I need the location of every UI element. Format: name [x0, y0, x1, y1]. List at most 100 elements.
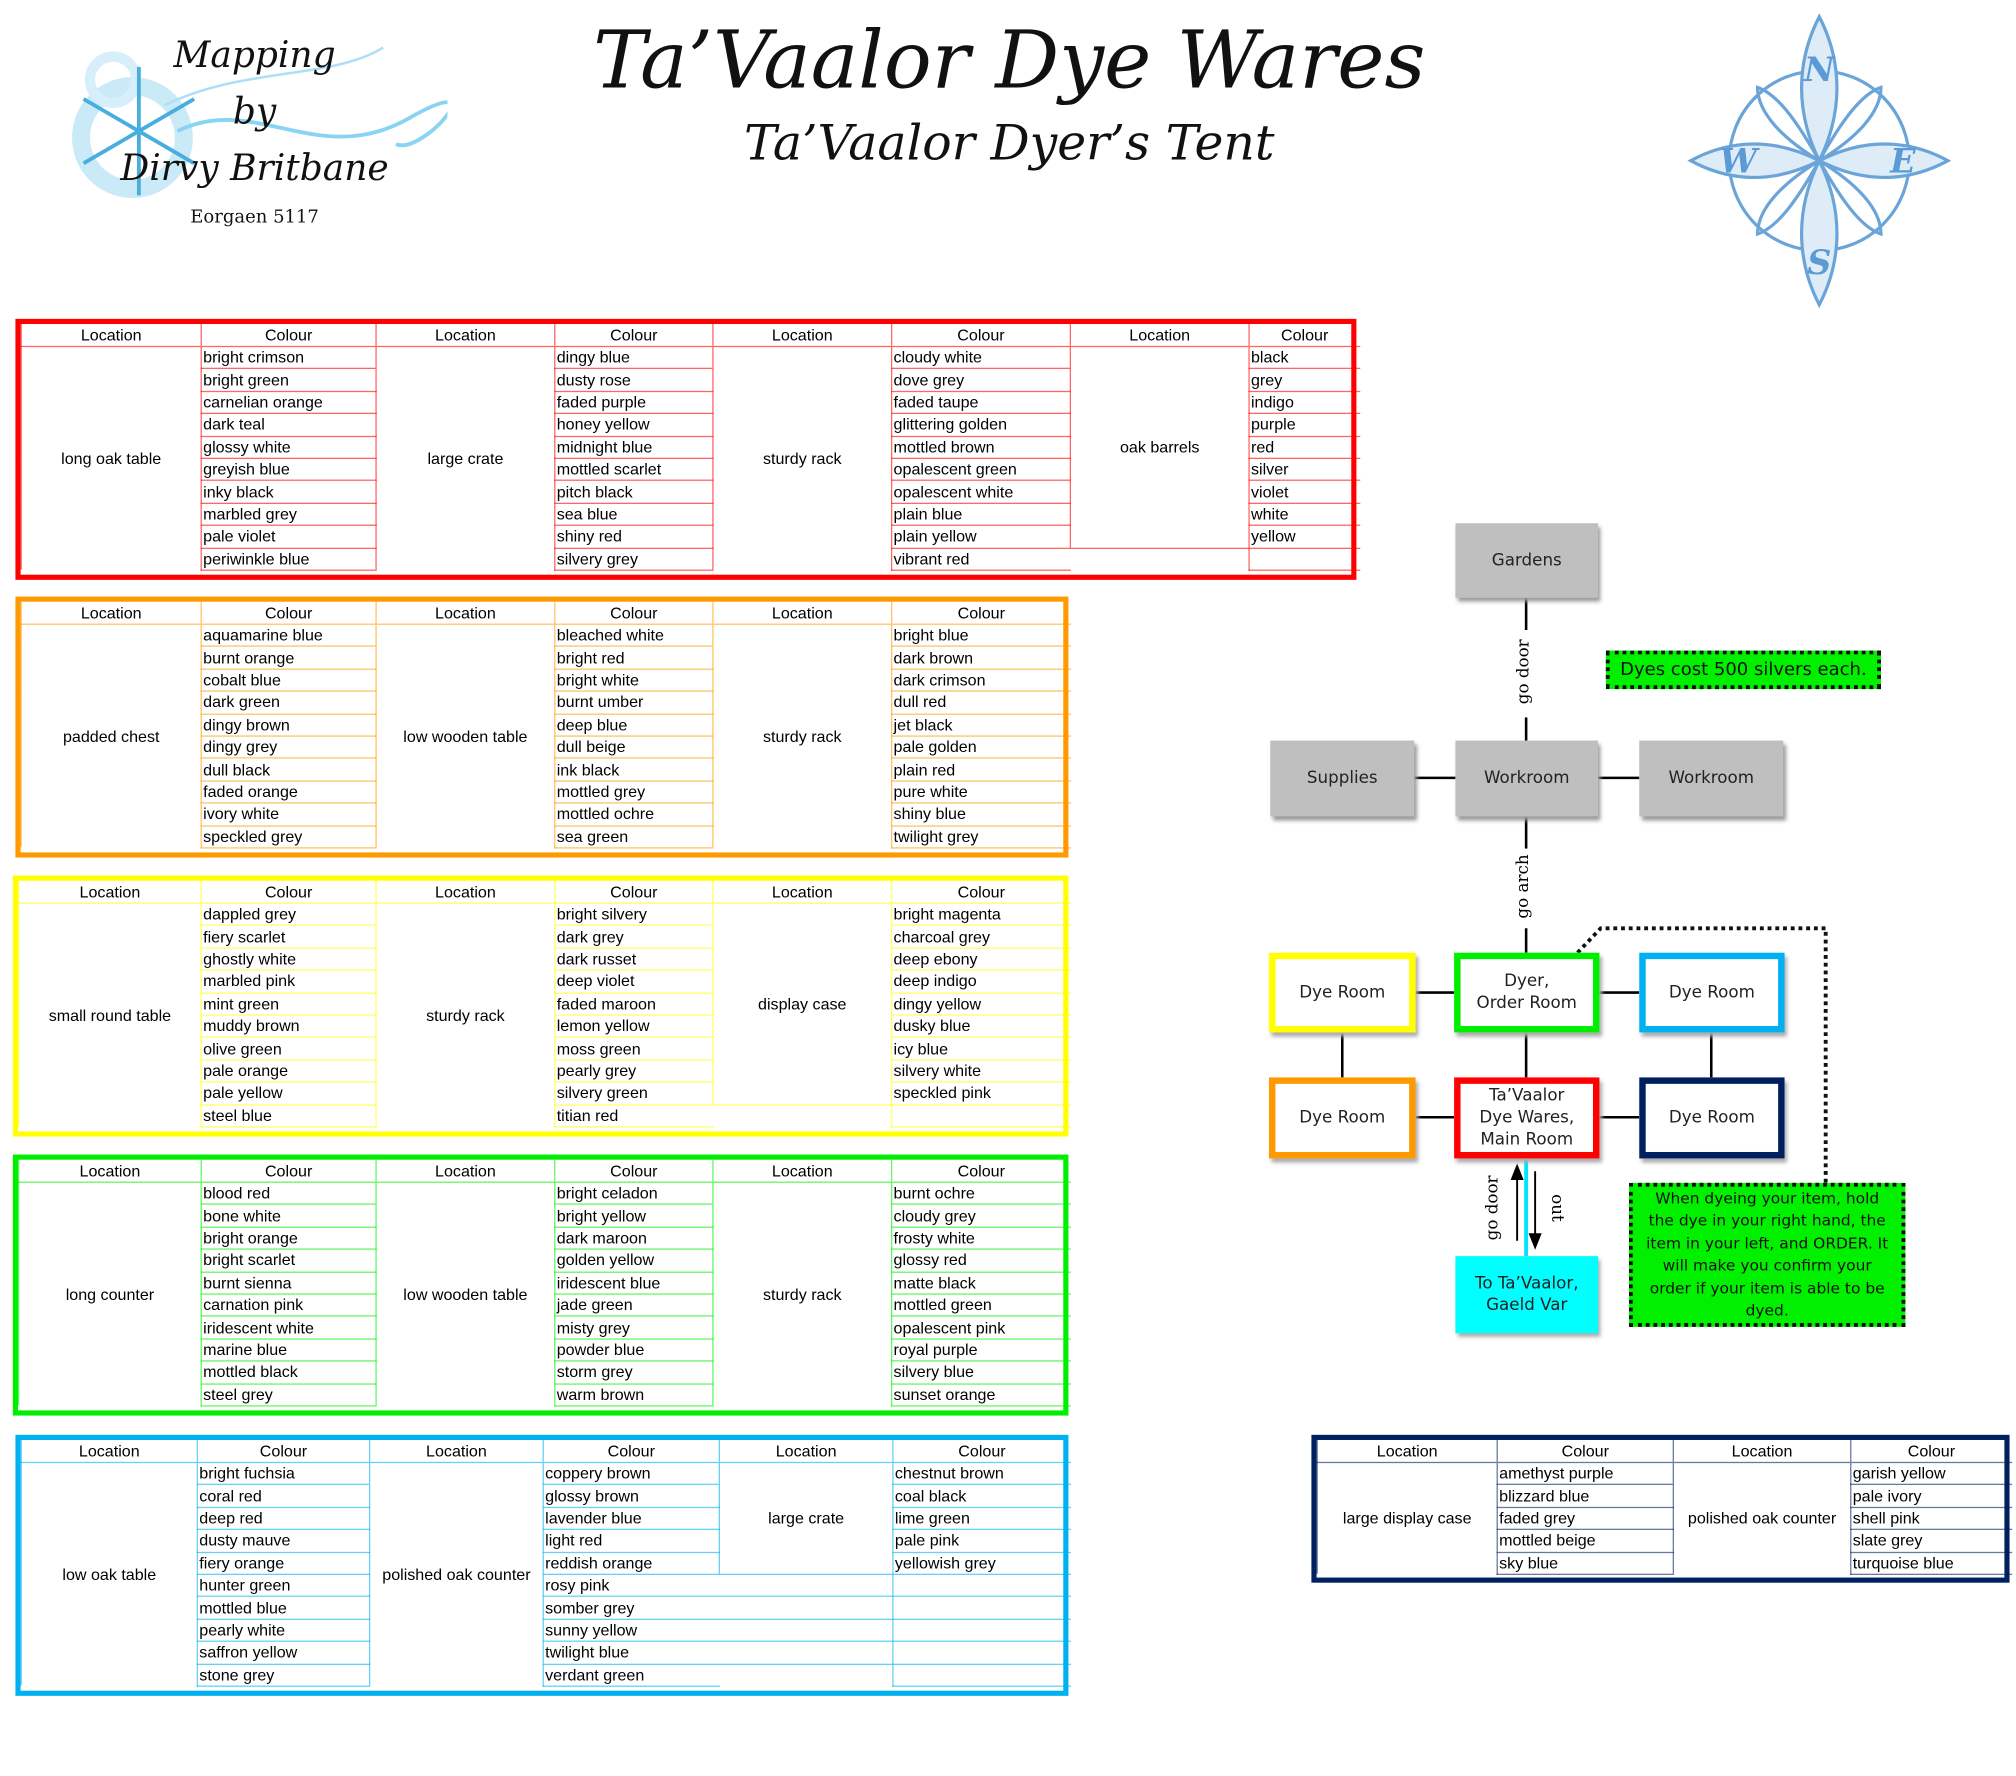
header-colour: Colour — [196, 1439, 370, 1464]
room-gardens[interactable]: Gardens — [1455, 523, 1599, 598]
colour-cell: storm grey — [554, 1361, 713, 1385]
location-cell: display case — [712, 903, 892, 1105]
room-workroom-center[interactable]: Workroom — [1455, 740, 1599, 817]
colour-cell: golden yellow — [554, 1249, 713, 1273]
colour-cell: coral red — [196, 1484, 370, 1508]
colour-cell: carnelian orange — [200, 391, 377, 415]
page-title: Ta’Vaalor Dye Wares — [593, 12, 1426, 107]
room-main[interactable]: Ta’Vaalor Dye Wares, Main Room — [1454, 1077, 1600, 1159]
colour-cell: sea blue — [554, 503, 713, 527]
room-dye-orange[interactable]: Dye Room — [1268, 1077, 1416, 1159]
colour-cell: cloudy white — [890, 346, 1071, 370]
empty-cell — [719, 1573, 893, 1597]
colour-cell: iridescent white — [200, 1316, 377, 1340]
colour-cell: fiery orange — [196, 1551, 370, 1575]
colour-cell: bright scarlet — [200, 1249, 377, 1273]
room-supplies[interactable]: Supplies — [1270, 740, 1415, 817]
colour-cell: greyish blue — [200, 458, 377, 482]
label-go-arch: go arch — [1513, 854, 1534, 919]
colour-cell: pearly grey — [554, 1059, 713, 1083]
colour-cell: bright blue — [890, 624, 1071, 648]
colour-cell: pearly white — [196, 1618, 370, 1643]
colour-cell: bleached white — [554, 624, 713, 648]
label-out: out — [1546, 1194, 1567, 1222]
label-go-door-top: go door — [1514, 639, 1534, 705]
colour-cell: violet — [1248, 480, 1360, 504]
colour-cell: opalescent pink — [890, 1316, 1071, 1340]
header-colour: Colour — [890, 1159, 1071, 1183]
colour-cell: verdant green — [542, 1663, 720, 1687]
header-colour: Colour — [892, 1439, 1071, 1464]
location-cell: oak barrels — [1069, 346, 1250, 548]
header-location: Location — [368, 1439, 544, 1464]
colour-cell: faded taupe — [890, 391, 1071, 415]
colour-cell: faded orange — [200, 780, 377, 804]
header-location: Location — [1069, 323, 1250, 348]
location-cell: small round table — [17, 903, 202, 1127]
colour-cell: ghostly white — [200, 947, 377, 971]
header-location: Location — [712, 1159, 892, 1183]
colour-cell: dark brown — [890, 646, 1071, 670]
colour-cell: faded grey — [1496, 1507, 1674, 1531]
empty-cell — [719, 1640, 893, 1664]
colour-cell: muddy brown — [200, 1014, 377, 1039]
colour-cell: lime green — [892, 1507, 1071, 1531]
colour-cell: mottled beige — [1496, 1529, 1674, 1553]
header-location: Location — [1672, 1439, 1851, 1464]
logo-line-1: Mapping — [173, 33, 336, 76]
colour-cell: pitch black — [554, 480, 713, 504]
colour-cell: bone white — [200, 1204, 377, 1228]
room-dye-navy[interactable]: Dye Room — [1639, 1077, 1785, 1159]
colour-cell: chestnut brown — [892, 1462, 1071, 1486]
header-location: Location — [712, 323, 892, 348]
colour-cell: marbled grey — [200, 503, 377, 527]
room-dyer-order[interactable]: Dyer, Order Room — [1454, 952, 1600, 1033]
colour-cell — [892, 1596, 1071, 1620]
logo-line-3: Dirvy Britbane — [120, 146, 389, 189]
header-colour: Colour — [554, 323, 713, 348]
colour-cell: dingy brown — [200, 713, 377, 737]
colour-cell: matte black — [890, 1271, 1071, 1295]
room-dye-blue[interactable]: Dye Room — [1639, 952, 1785, 1033]
colour-cell: dusty rose — [554, 368, 713, 392]
colour-cell: deep blue — [554, 713, 713, 737]
colour-cell: dark grey — [554, 925, 713, 949]
colour-cell: dark green — [200, 691, 377, 715]
location-cell: low oak table — [20, 1462, 198, 1687]
room-exit-gaeld-var[interactable]: To Ta’Vaalor, Gaeld Var — [1455, 1256, 1599, 1334]
colour-cell: titian red — [554, 1104, 713, 1128]
colour-cell: steel blue — [200, 1104, 377, 1128]
colour-cell: iridescent blue — [554, 1271, 713, 1295]
empty-cell — [719, 1618, 893, 1642]
colour-cell: speckled pink — [890, 1082, 1071, 1106]
colour-cell: opalescent green — [890, 458, 1071, 482]
room-workroom-right[interactable]: Workroom — [1639, 740, 1784, 817]
colour-cell: dark maroon — [554, 1226, 713, 1250]
colour-cell: dingy blue — [554, 346, 713, 370]
colour-cell: ink black — [554, 758, 713, 782]
colour-cell: dusty mauve — [196, 1529, 370, 1553]
header-colour: Colour — [890, 601, 1071, 625]
location-cell: large crate — [718, 1462, 893, 1575]
colour-cell: moss green — [554, 1037, 713, 1061]
colour-cell: inky black — [200, 480, 377, 504]
colour-cell: silvery blue — [890, 1361, 1071, 1385]
room-dye-yellow[interactable]: Dye Room — [1268, 952, 1416, 1033]
colour-cell: pale orange — [200, 1059, 377, 1083]
compass-s: S — [1807, 243, 1831, 282]
